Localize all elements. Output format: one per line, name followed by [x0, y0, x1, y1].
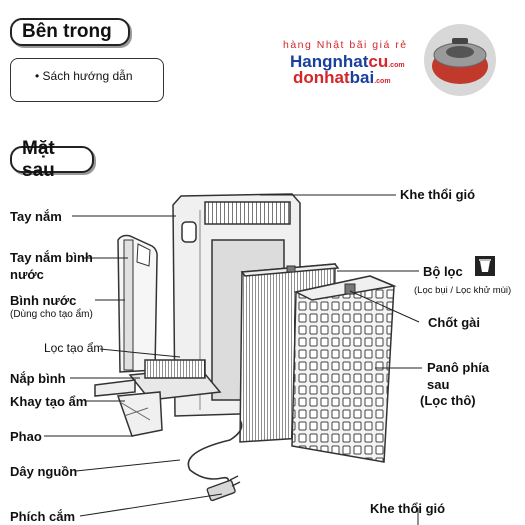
label-tank-cap: Nắp bình: [10, 371, 66, 386]
watermark-line1: Hangnhatcu.com: [290, 52, 405, 72]
section-inside-title: Bên trong: [10, 18, 130, 46]
back-panel: [291, 275, 397, 463]
label-latch: Chốt gài: [428, 315, 480, 330]
section-inside-title-text: Bên trong: [22, 21, 112, 42]
label-filter-note: (Lọc bụi / Lọc khử mùi): [414, 285, 512, 296]
label-humidifier-filter: Lọc tạo ẩm: [44, 341, 104, 355]
label-back-panel-line2: sau: [427, 377, 450, 392]
label-float: Phao: [10, 429, 42, 444]
label-power-cord: Dây nguồn: [10, 464, 78, 479]
power-cord: [187, 419, 243, 487]
watermark-line2-suffix: .com: [374, 78, 391, 85]
plug: [206, 475, 241, 502]
label-water-tank: Bình nước: [10, 293, 77, 308]
trash-recycle-icon: [475, 256, 495, 276]
label-air-outlet-bottom: Khe thổi gió: [370, 501, 446, 516]
label-air-outlet-top: Khe thổi gió: [400, 187, 476, 202]
watermark-line2: donhatbai.com: [293, 68, 391, 88]
label-water-tank-note: (Dùng cho tạo ẩm): [10, 309, 93, 320]
rice-cooker-logo: [424, 24, 496, 96]
label-filter: Bộ lọc: [423, 264, 463, 279]
label-handle: Tay nắm: [10, 209, 62, 224]
humidifier-tray: [94, 359, 222, 437]
label-tank-handle: Tay nắm bình nước: [10, 250, 93, 282]
inside-contents-box: • Sách hướng dẫn: [10, 58, 164, 102]
leader-lines: [44, 194, 422, 525]
inside-item-manual: • Sách hướng dẫn: [35, 69, 133, 83]
section-back-title: Mặt sau: [10, 138, 94, 181]
section-back-title-text: Mặt sau: [22, 137, 55, 181]
watermark-line1-suffix: .com: [388, 62, 405, 69]
watermark-tagline: hàng Nhật bãi giá rẻ: [283, 39, 408, 51]
watermark-line1-b: cu: [368, 52, 389, 71]
label-humidifier-tray: Khay tạo ẩm: [10, 394, 88, 409]
label-back-panel-line3: (Lọc thô): [420, 393, 476, 408]
watermark-line2-a: donhat: [293, 68, 350, 87]
watermark-line2-b: bai: [349, 68, 375, 87]
water-tank: [117, 234, 158, 373]
watermark-line1-a: Hangnhat: [290, 52, 369, 71]
label-plug: Phích cắm: [10, 509, 76, 524]
label-back-panel-line1: Panô phía: [427, 360, 490, 375]
